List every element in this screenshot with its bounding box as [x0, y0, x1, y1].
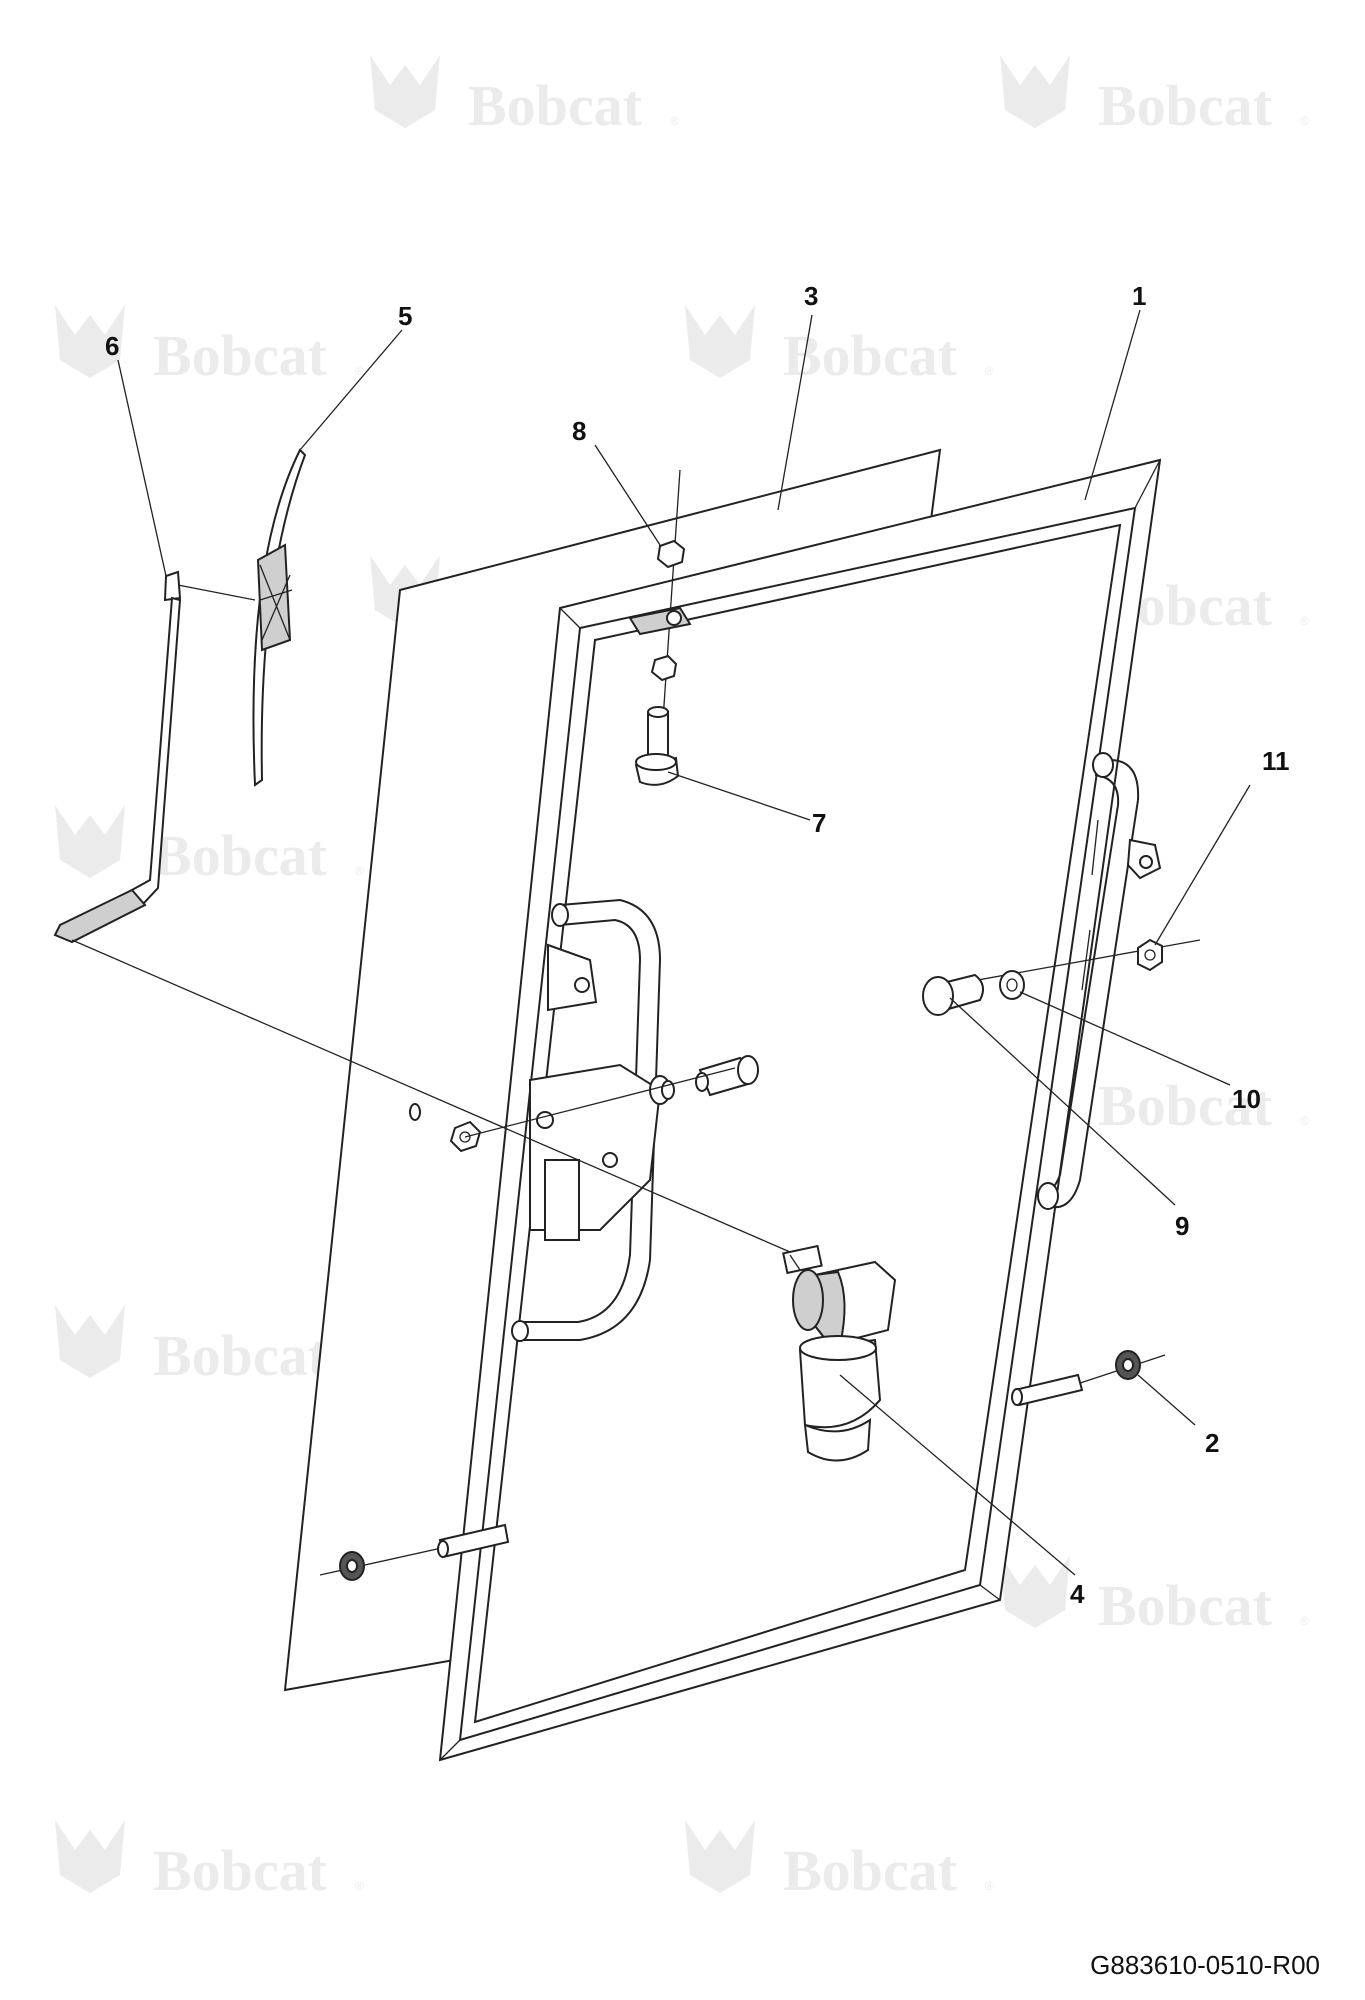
- svg-text:Bobcat: Bobcat: [1098, 1573, 1273, 1638]
- watermark-tile: Bobcat ®: [370, 55, 679, 138]
- watermark-tile: Bobcat ®: [55, 1820, 364, 1903]
- latch-pin: [695, 1055, 759, 1097]
- watermark-tile: Bobcat®: [55, 1305, 364, 1388]
- door-frame: [438, 458, 1162, 1762]
- watermark-tile: Bobcat ®: [685, 305, 994, 388]
- drawing-number: G883610-0510-R00: [1090, 1950, 1320, 1980]
- callout-5: 5: [398, 301, 412, 331]
- callout-3: 3: [804, 281, 818, 311]
- right-hinge-pin: [1011, 1350, 1166, 1407]
- svg-text:®: ®: [1300, 1614, 1309, 1628]
- svg-text:Bobcat: Bobcat: [783, 1838, 958, 1903]
- callout-9: 9: [1175, 1211, 1189, 1241]
- leader-lines: [117, 309, 1251, 1576]
- watermark-tile: Bobcat ®: [55, 805, 364, 888]
- svg-text:Bobcat: Bobcat: [153, 323, 328, 388]
- callout-1: 1: [1132, 281, 1146, 311]
- svg-text:®: ®: [985, 364, 994, 378]
- svg-text:®: ®: [355, 364, 364, 378]
- callout-11: 11: [1262, 746, 1290, 776]
- svg-text:Bobcat: Bobcat: [1098, 73, 1273, 138]
- svg-text:®: ®: [1300, 1114, 1309, 1128]
- watermark-tile: Bobcat ®: [1000, 55, 1309, 138]
- watermark-tile: Bobcat ®: [685, 1820, 994, 1903]
- callout-7: 7: [812, 808, 826, 838]
- svg-text:Bobcat: Bobcat: [468, 73, 643, 138]
- svg-text:Bobcat: Bobcat: [153, 1323, 328, 1388]
- svg-text:®: ®: [985, 1879, 994, 1893]
- svg-text:Bobcat: Bobcat: [153, 823, 328, 888]
- callout-4: 4: [1070, 1579, 1085, 1609]
- svg-text:®: ®: [1300, 114, 1309, 128]
- top-fastener-stack: [628, 469, 692, 786]
- svg-text:®: ®: [670, 114, 679, 128]
- svg-text:®: ®: [355, 1879, 364, 1893]
- assembly-line-nut-to-pin: [464, 1067, 736, 1138]
- callout-labels: 1 2 3 4 5 6 7 8 9 10 11: [105, 281, 1290, 1609]
- left-hinge-pin: [319, 1523, 510, 1581]
- svg-text:®: ®: [1300, 614, 1309, 628]
- svg-text:Bobcat: Bobcat: [1098, 1073, 1273, 1138]
- assembly-line-arm-to-motor: [71, 939, 791, 1253]
- wiper-blade: [252, 448, 307, 787]
- watermark-tile: Bobcat ®: [1000, 1555, 1309, 1638]
- watermark-tile: Bobcat ®: [55, 305, 364, 388]
- callout-8: 8: [572, 416, 586, 446]
- svg-text:Bobcat: Bobcat: [783, 323, 958, 388]
- right-fastener-stack: [922, 938, 1201, 1016]
- svg-text:Bobcat: Bobcat: [153, 1838, 328, 1903]
- svg-text:®: ®: [355, 864, 364, 878]
- wiper-motor: [782, 1244, 897, 1462]
- callout-10: 10: [1232, 1084, 1261, 1114]
- outer-handle: [1037, 752, 1162, 1210]
- inner-handle: [511, 898, 675, 1342]
- callout-6: 6: [105, 331, 119, 361]
- callout-2: 2: [1205, 1428, 1219, 1458]
